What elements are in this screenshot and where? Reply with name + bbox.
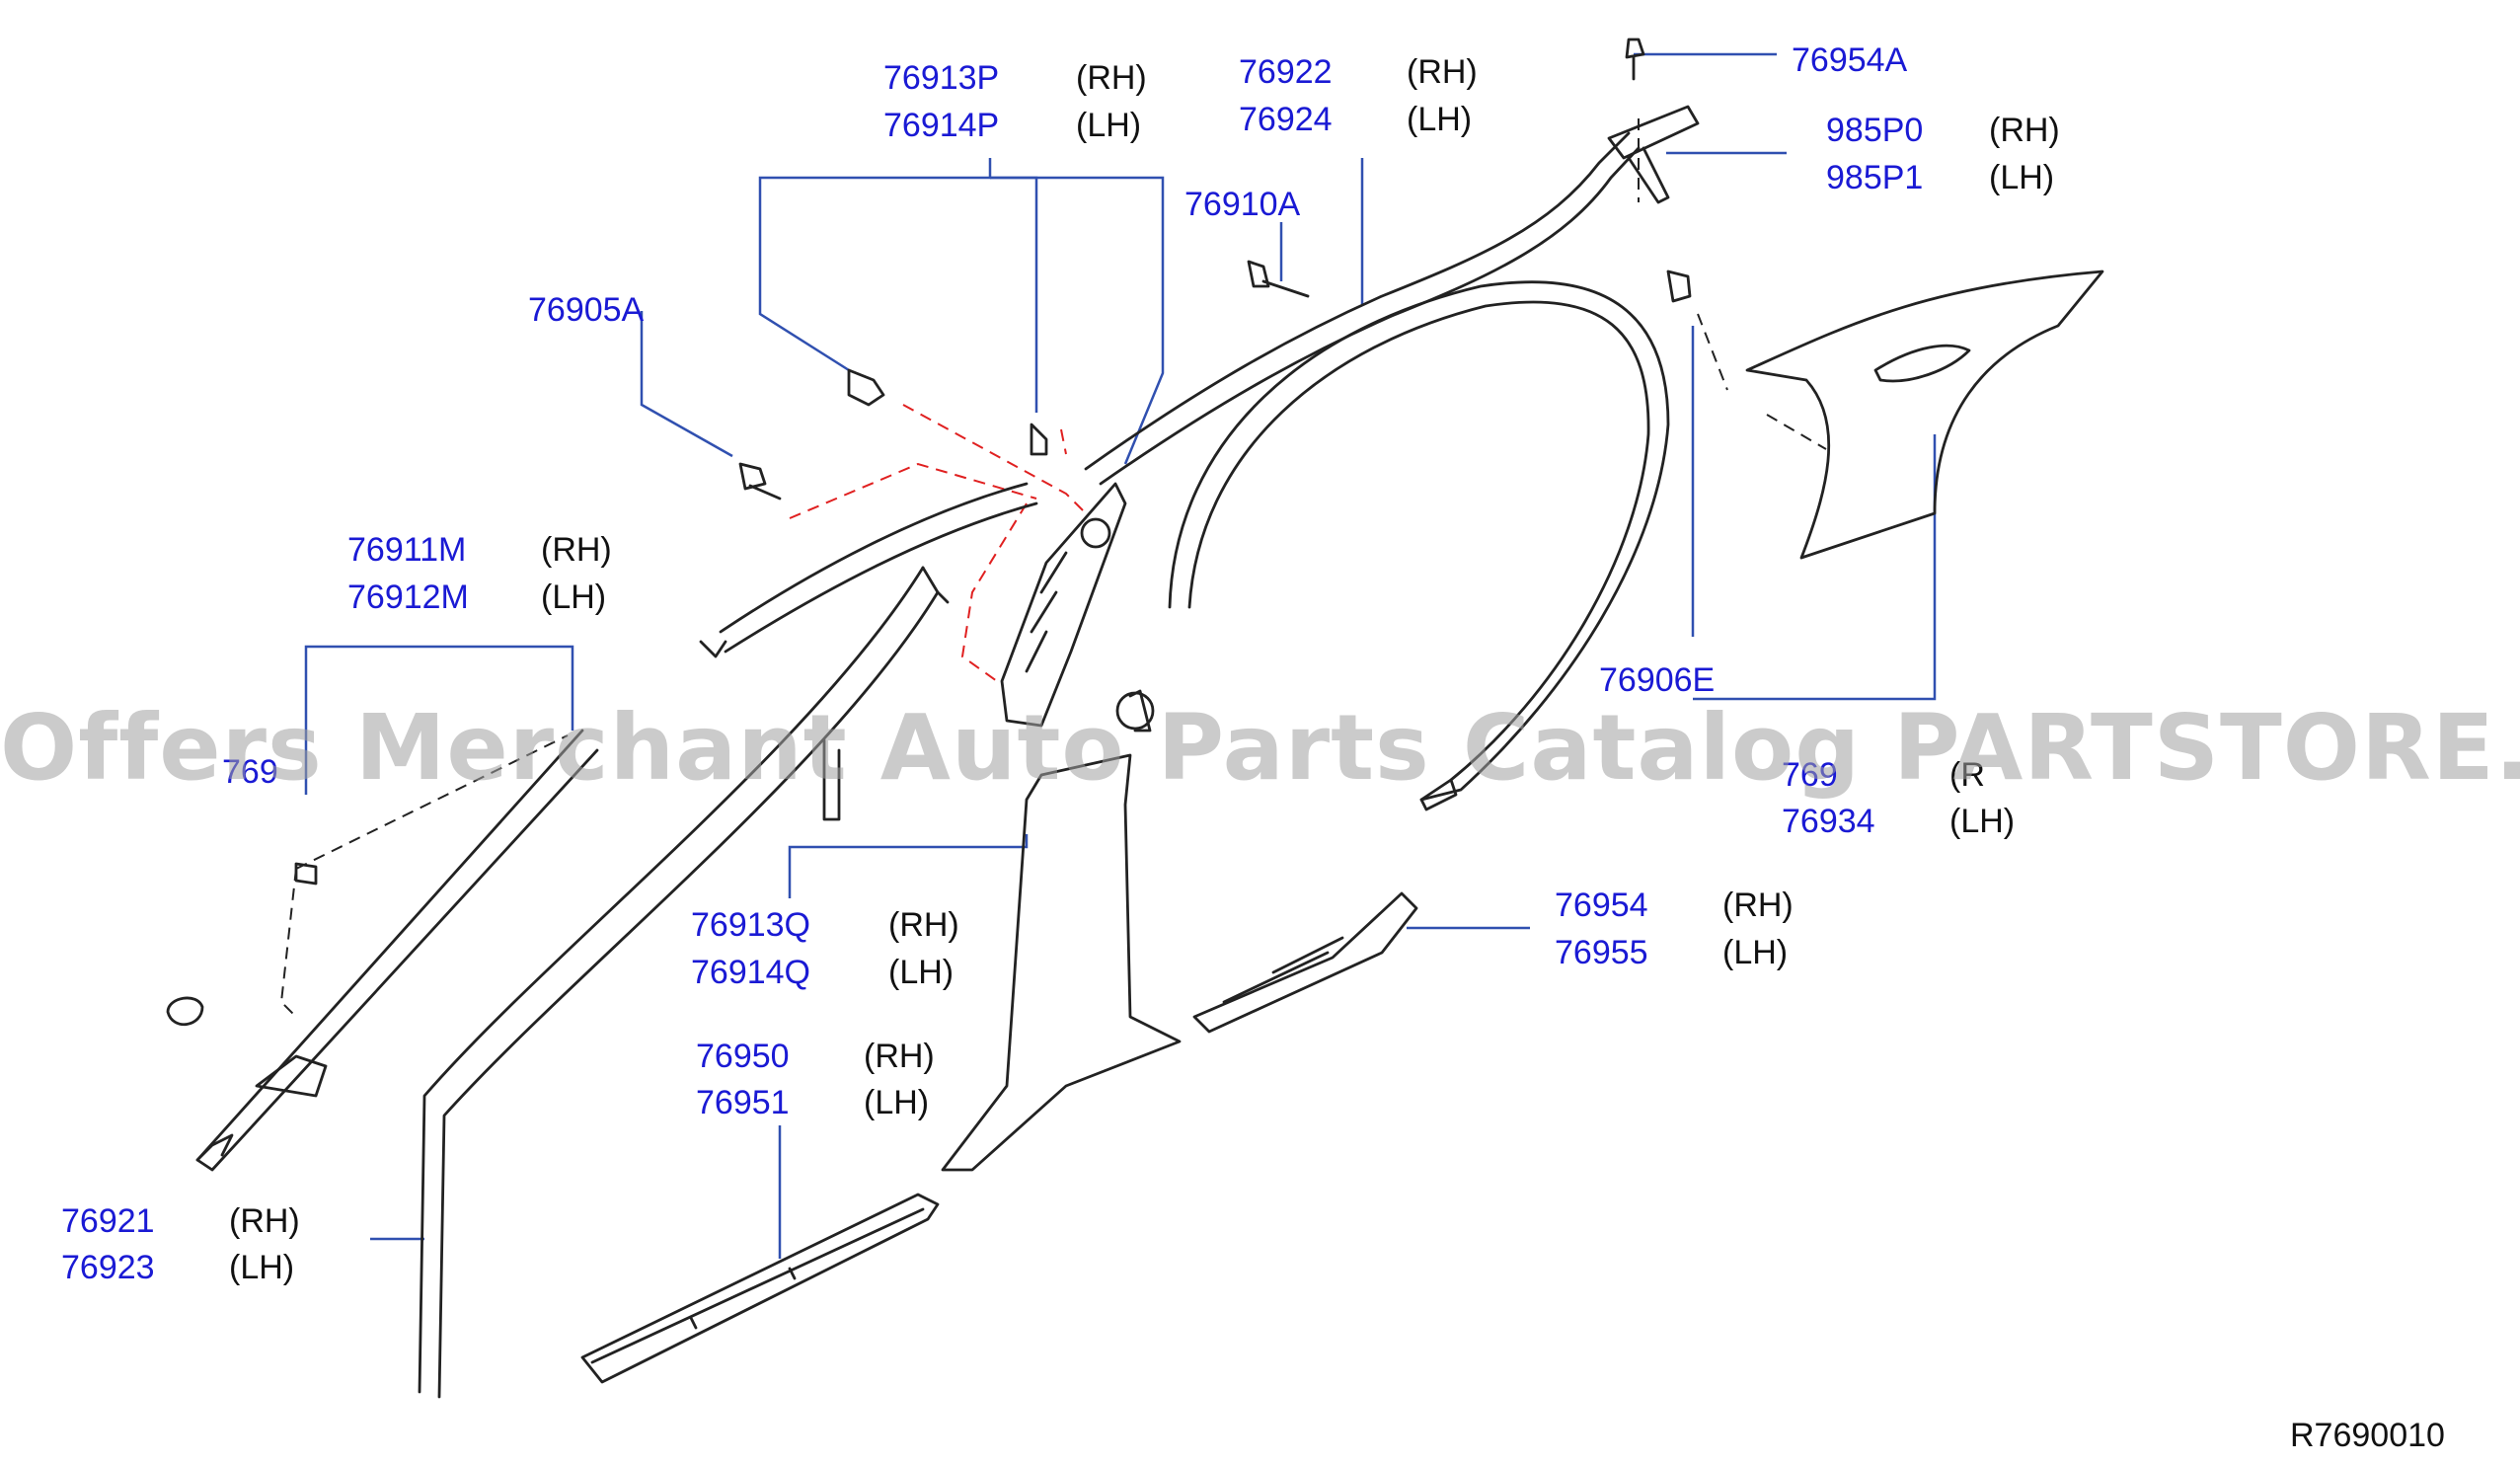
callout-76950-number: 76950: [696, 1038, 790, 1075]
callout-76950-side: (RH): [864, 1038, 935, 1075]
callout-76954-number: 76954: [1555, 887, 1648, 924]
callout-76914Q-side: (LH): [888, 954, 955, 991]
callout-76924-side: (LH): [1407, 101, 1473, 138]
assembly-dashed-lines: [789, 404, 1087, 682]
callout-obscured-left-number: 769: [222, 753, 278, 791]
callout-76913P-side: (RH): [1076, 59, 1147, 97]
callout-985P0-number: 985P0: [1826, 112, 1924, 149]
callout-76922-number: 76922: [1239, 53, 1333, 91]
callout-76913P-number: 76913P: [883, 59, 1000, 97]
callout-76912M-number: 76912M: [347, 578, 469, 616]
callout-76913Q-side: (RH): [888, 906, 959, 944]
callout-76922-side: (RH): [1407, 53, 1478, 91]
callout-76955-number: 76955: [1555, 934, 1648, 971]
callout-76933-number-partial: 769: [1782, 756, 1838, 794]
callout-76923-number: 76923: [61, 1249, 155, 1286]
callout-985P0-side: (RH): [1989, 112, 2060, 149]
callout-76954A-number: 76954A: [1792, 41, 1908, 79]
callout-76921-number: 76921: [61, 1202, 155, 1240]
diagram-reference-code: R7690010: [2290, 1417, 2445, 1454]
callout-76955-side: (LH): [1722, 934, 1789, 971]
watermark-text: Offers Merchant Auto Parts Catalog PARTS…: [0, 695, 2520, 801]
callout-76906E-number: 76906E: [1599, 661, 1716, 699]
leader-lines: [304, 52, 1937, 1259]
callout-76910A-number: 76910A: [1184, 186, 1301, 223]
callout-76921-side: (RH): [229, 1202, 300, 1240]
callout-76954-side: (RH): [1722, 887, 1794, 924]
callout-76951-number: 76951: [696, 1084, 790, 1121]
reference-dashed-lines: [279, 118, 1827, 1018]
callout-76913Q-number: 76913Q: [691, 906, 810, 944]
part-outlines: [166, 38, 2104, 1399]
callout-76905A-number: 76905A: [528, 291, 645, 329]
callout-76914Q-number: 76914Q: [691, 954, 810, 991]
callout-76911M-number: 76911M: [347, 531, 467, 569]
callout-76924-number: 76924: [1239, 101, 1333, 138]
callout-76923-side: (LH): [229, 1249, 295, 1286]
callout-76914P-number: 76914P: [883, 107, 1000, 144]
callout-76911M-side: (RH): [541, 531, 612, 569]
callout-76914P-side: (LH): [1076, 107, 1142, 144]
callout-76951-side: (LH): [864, 1084, 930, 1121]
callout-76933-side-partial: (R: [1949, 756, 1985, 794]
callout-76934-number: 76934: [1782, 803, 1875, 840]
callout-985P1-number: 985P1: [1826, 159, 1924, 196]
callout-76934-side: (LH): [1949, 803, 2016, 840]
callout-985P1-side: (LH): [1989, 159, 2055, 196]
callout-76912M-side: (LH): [541, 578, 607, 616]
